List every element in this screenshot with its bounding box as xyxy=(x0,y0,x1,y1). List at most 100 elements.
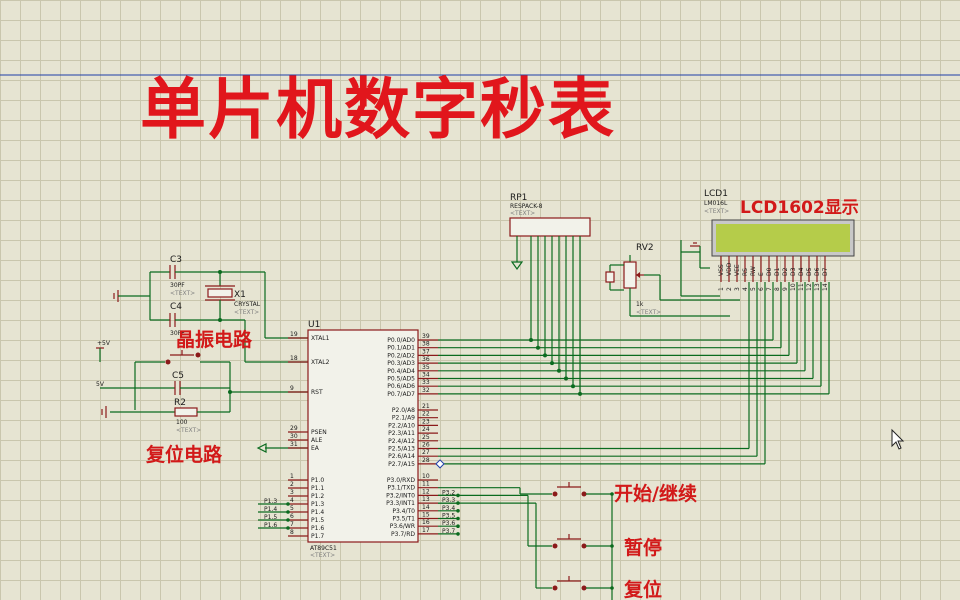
mcu-pin-number: 22 xyxy=(422,411,430,418)
mcu-pin-number: 35 xyxy=(422,364,430,371)
mcu-pin-name: ALE xyxy=(311,437,322,444)
mcu-pin-number: 11 xyxy=(422,481,430,488)
mcu-body[interactable] xyxy=(307,329,419,543)
mcu-pin-name: P0.6/AD6 xyxy=(387,383,415,390)
junction-dot xyxy=(578,391,582,396)
lcd-pin-number: 2 xyxy=(726,287,733,291)
mcu-pin-number: 39 xyxy=(422,333,430,340)
lcd-pin-number: 9 xyxy=(782,287,789,291)
r2-value: 100 xyxy=(176,419,188,426)
lcd-part: LM016L xyxy=(704,200,728,207)
mcu-pin-name: PSEN xyxy=(311,429,327,436)
mcu-pin-name: P0.1/AD1 xyxy=(387,345,415,352)
mcu-pin-name: P0.0/AD0 xyxy=(387,337,415,344)
mcu-pin-name: RST xyxy=(311,389,323,396)
mcu-pin-number: 4 xyxy=(290,497,294,504)
mcu-pin-number: 28 xyxy=(422,457,430,464)
mcu-pin-number: 14 xyxy=(422,504,430,511)
p3-net-label: P3.3 xyxy=(442,497,455,504)
lcd-pin-name: RS xyxy=(742,268,749,276)
btn-pause-label: 暂停 xyxy=(624,536,662,559)
mcu-ref: U1 xyxy=(308,320,320,330)
lcd-pin-number: 4 xyxy=(742,287,749,291)
banner-title: 单片机数字秒表 xyxy=(140,71,616,148)
junction-dot xyxy=(536,345,540,350)
lcd-ref: LCD1 xyxy=(704,189,728,199)
mcu-pin-name: P3.6/WR xyxy=(390,523,415,530)
c5-ref: C5 xyxy=(172,371,184,381)
mcu-pin-number: 15 xyxy=(422,512,430,519)
push-button[interactable] xyxy=(438,502,614,591)
mcu-pin-name: EA xyxy=(311,445,320,452)
rp1-value: RESPACK-8 xyxy=(510,203,543,210)
mcu-pin-number: 8 xyxy=(290,529,294,536)
lcd-pin-name: VSS xyxy=(718,264,725,276)
btn-reset-label: 复位 xyxy=(623,578,662,600)
mcu-pin-name: P3.4/T0 xyxy=(392,508,415,515)
p1-net-label: P1.4 xyxy=(264,506,277,513)
p1-net-labels: P1.3P1.4P1.5P1.6 xyxy=(258,498,290,530)
junction-dot xyxy=(543,353,547,358)
probe-marker xyxy=(435,459,445,469)
mcu-pin-name: P3.3/INT1 xyxy=(386,500,415,507)
lcd-pin-name: VEE xyxy=(734,264,741,276)
lcd-screen xyxy=(716,224,850,252)
mcu-part: AT89C51 xyxy=(310,545,337,552)
mcu-pin-number: 13 xyxy=(422,496,430,503)
c4-value: 30PF xyxy=(170,330,185,337)
junction-dot xyxy=(456,524,460,528)
junction-dot xyxy=(557,368,561,373)
lcd-pin-number: 12 xyxy=(806,283,813,291)
mcu-pin-name: P0.5/AD5 xyxy=(387,376,415,383)
lcd-pin-number: 3 xyxy=(734,287,741,291)
mcu-pin-number: 18 xyxy=(290,355,298,362)
rp1-ground xyxy=(510,236,524,271)
lcd-pin-number: 5 xyxy=(750,287,757,291)
p3-net-label: P3.5 xyxy=(442,513,455,520)
lcd-pin-name: D3 xyxy=(790,267,797,276)
mcu-pin-name: P0.3/AD3 xyxy=(387,360,415,367)
p1-net-label: P1.5 xyxy=(264,514,277,521)
lcd-pin-name: D5 xyxy=(806,267,813,276)
lcd-pin-number: 11 xyxy=(798,283,805,291)
junction-dot xyxy=(550,361,554,366)
junction-dot xyxy=(456,501,460,505)
mcu-pin-name: P1.1 xyxy=(311,485,324,492)
mcu-pin-name: P1.0 xyxy=(311,477,324,484)
ea-power-arrow xyxy=(256,443,267,453)
mcu-pin-number: 12 xyxy=(422,488,430,495)
p3-net-label: P3.7 xyxy=(442,528,455,535)
mcu-pin-number: 5 xyxy=(290,505,294,512)
mcu-pin-number: 10 xyxy=(422,473,430,480)
x1-text: <TEXT> xyxy=(234,309,259,316)
push-button[interactable] xyxy=(438,482,614,497)
reset-circuit[interactable] xyxy=(96,347,308,418)
rp1-body[interactable] xyxy=(509,217,591,237)
mcu-pin-name: P2.5/A13 xyxy=(388,446,415,453)
bus-wires xyxy=(435,236,830,469)
rv2-text: <TEXT> xyxy=(636,309,661,316)
lcd-pin-name: VDD xyxy=(726,262,733,276)
crystal-annotation: 晶振电路 xyxy=(176,328,253,351)
mcu-pin-name: P0.4/AD4 xyxy=(387,368,415,375)
lcd-pin-number: 13 xyxy=(814,283,821,291)
mcu-pin-number: 1 xyxy=(290,473,294,480)
c4-ref: C4 xyxy=(170,302,182,312)
vcc2-label: 5V xyxy=(96,381,105,388)
rv2-potentiometer[interactable] xyxy=(605,240,740,317)
p3-net-labels: P3.2P3.3P3.4P3.5P3.6P3.7 xyxy=(438,489,460,536)
mcu-pin-name: XTAL1 xyxy=(311,335,330,342)
c3-value: 30PF xyxy=(170,282,185,289)
mcu-pin-name: P3.5/T1 xyxy=(392,516,415,523)
c3-ref: C3 xyxy=(170,255,182,265)
lcd-text: <TEXT> xyxy=(704,208,729,215)
lcd-pin-number: 10 xyxy=(790,283,797,291)
lcd-pin-name: RW xyxy=(750,266,757,276)
mcu-pin-name: P3.2/INT0 xyxy=(386,492,415,499)
mcu-pin-name: P1.2 xyxy=(311,493,324,500)
buttons xyxy=(438,482,614,600)
mcu-pin-name: P2.4/A12 xyxy=(388,438,415,445)
junction-dot xyxy=(456,509,460,513)
crystal-circuit[interactable] xyxy=(113,265,308,363)
